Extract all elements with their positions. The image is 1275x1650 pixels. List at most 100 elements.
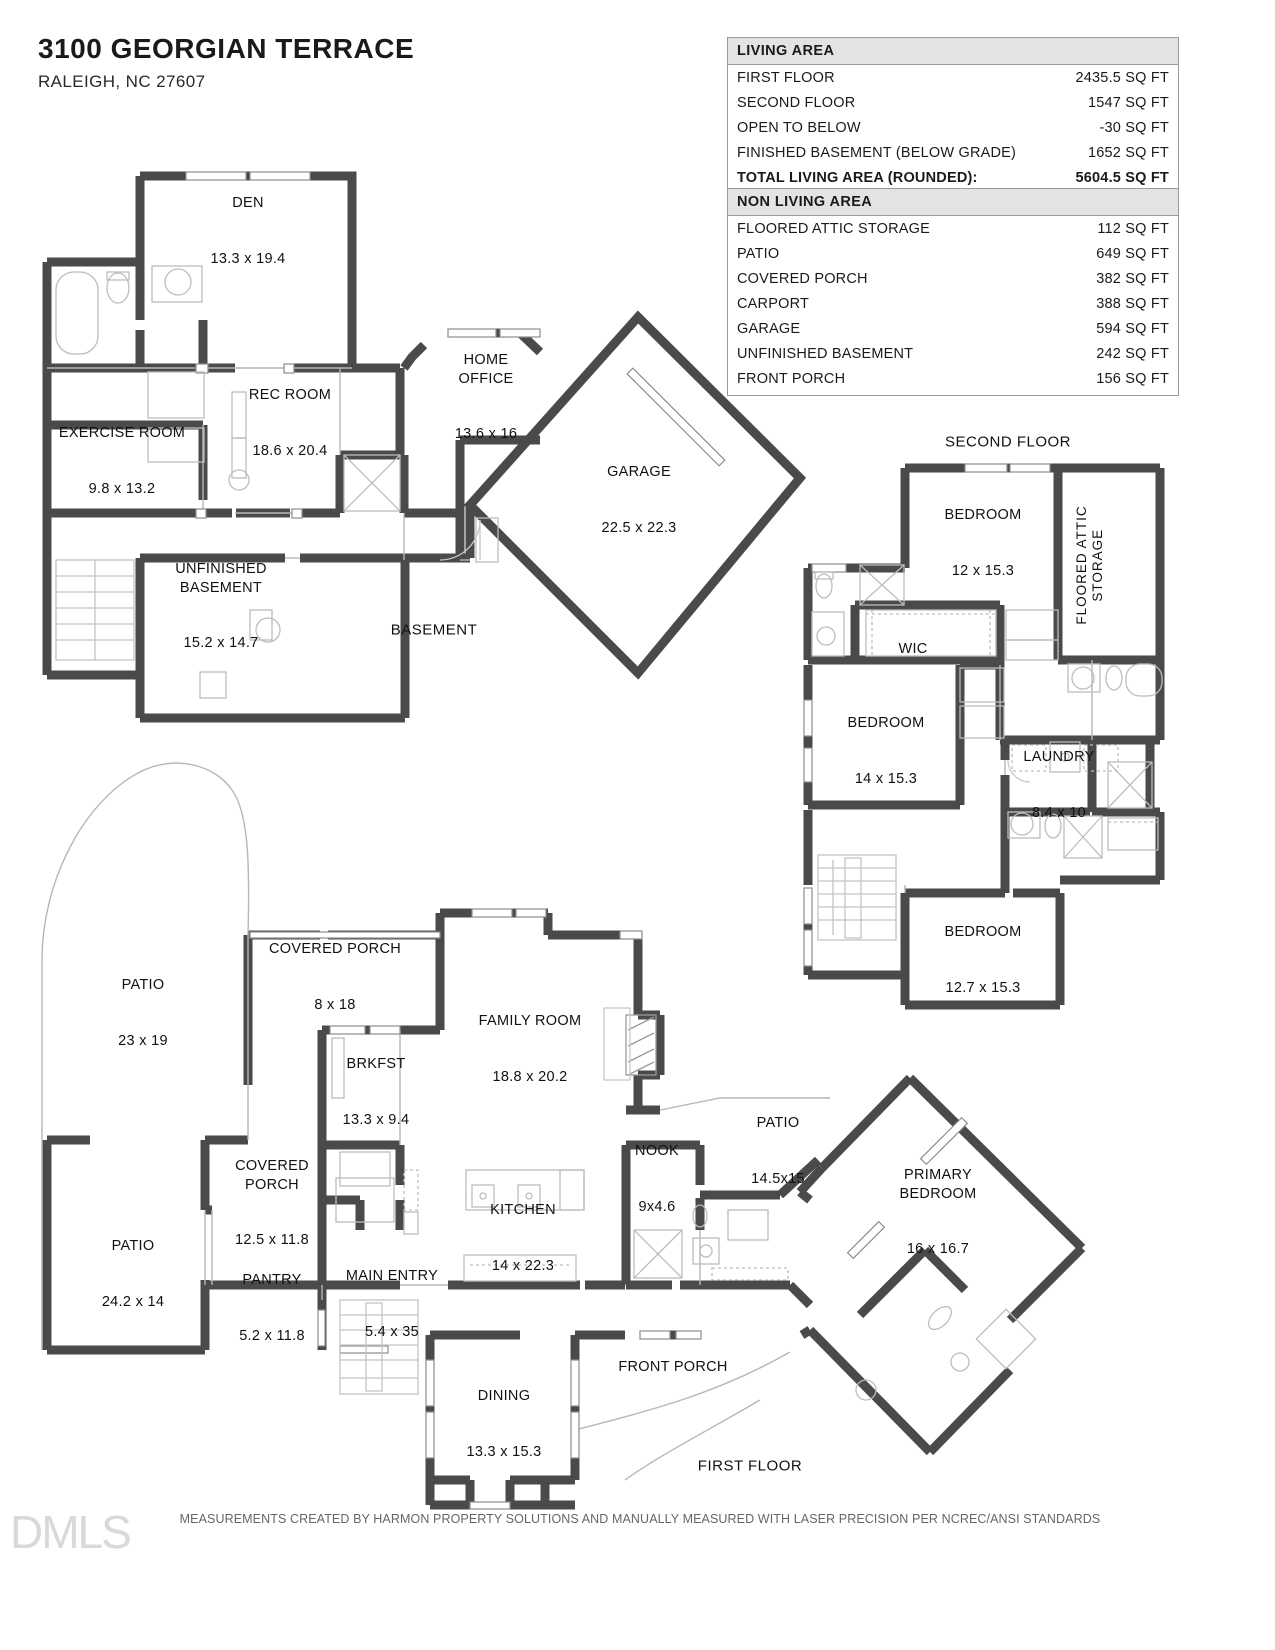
row-value: -30 SQ FT: [1099, 120, 1169, 137]
room-dimension: 14 x 22.3: [491, 1257, 555, 1274]
room-label-wic: WIC: [898, 603, 927, 677]
table-row: PATIO 649 SQ FT: [728, 242, 1178, 267]
room-name: REC ROOM: [248, 387, 332, 404]
room-label-patio-2: PATIO 24.2 x 14: [102, 1200, 164, 1330]
row-value: 649 SQ FT: [1096, 246, 1169, 263]
row-label: COVERED PORCH: [737, 271, 868, 288]
row-value: 5604.5 SQ FT: [1075, 170, 1169, 187]
row-label: GARAGE: [737, 321, 801, 338]
room-label-floored-attic-storage: FLOORED ATTIC STORAGE: [1073, 505, 1105, 625]
room-name: WIC: [898, 641, 928, 657]
room-label-bedroom-1: BEDROOM 12 x 15.3: [944, 469, 1021, 599]
table-row: FIRST FLOOR 2435.5 SQ FT: [728, 66, 1178, 91]
room-label-unfinished-basement: UNFINISHED BASEMENT 15.2 x 14.7: [175, 523, 267, 671]
non-living-area-table: NON LIVING AREA FLOORED ATTIC STORAGE 11…: [727, 188, 1179, 397]
room-name: EXERCISE ROOM: [58, 425, 186, 442]
room-name: PRIMARY BEDROOM: [899, 1166, 977, 1202]
room-name: UNFINISHED BASEMENT: [175, 560, 267, 596]
room-name: MAIN ENTRY: [345, 1268, 439, 1285]
table-row: FLOORED ATTIC STORAGE 112 SQ FT: [728, 217, 1178, 242]
row-value: 1652 SQ FT: [1088, 145, 1169, 162]
room-label-bedroom-2: BEDROOM 14 x 15.3: [847, 677, 924, 807]
non-living-area-rows: FLOORED ATTIC STORAGE 112 SQ FT PATIO 64…: [728, 216, 1178, 395]
row-value: 112 SQ FT: [1097, 221, 1169, 237]
room-dimension: 18.8 x 20.2: [492, 1068, 568, 1085]
row-value: 156 SQ FT: [1096, 371, 1169, 388]
room-dimension: 13.6 x 16: [454, 426, 518, 443]
row-label: PATIO: [737, 246, 780, 263]
living-area-heading: LIVING AREA: [728, 38, 1178, 65]
room-dimension: 12 x 15.3: [951, 562, 1015, 579]
room-dimension: 12.5 x 11.8: [235, 1232, 309, 1249]
room-dimension: 8 x 18: [314, 996, 356, 1013]
room-name: FAMILY ROOM: [478, 1013, 582, 1030]
table-row: GARAGE 594 SQ FT: [728, 317, 1178, 342]
room-name: NOOK: [635, 1143, 679, 1160]
room-dimension: 9x4.6: [638, 1198, 676, 1215]
table-row: FINISHED BASEMENT (BELOW GRADE) 1652 SQ …: [728, 141, 1178, 166]
room-dimension: 14 x 15.3: [854, 770, 918, 787]
room-dimension: 13.3 x 9.4: [342, 1111, 410, 1128]
room-label-dining: DINING 13.3 x 15.3: [466, 1350, 541, 1480]
table-row-total: TOTAL LIVING AREA (ROUNDED): 5604.5 SQ F…: [728, 166, 1178, 191]
room-label-covered-porch-2: COVERED PORCH 12.5 x 11.8: [235, 1120, 309, 1268]
room-label-family-room: FAMILY ROOM 18.8 x 20.2: [479, 975, 582, 1105]
room-label-pantry: PANTRY 5.2 x 11.8: [239, 1234, 305, 1364]
room-label-den: DEN 13.3 x 19.4: [210, 157, 285, 287]
table-row: COVERED PORCH 382 SQ FT: [728, 267, 1178, 292]
table-row: OPEN TO BELOW -30 SQ FT: [728, 116, 1178, 141]
room-dimension: 13.3 x 15.3: [466, 1443, 542, 1460]
table-row: UNFINISHED BASEMENT 242 SQ FT: [728, 342, 1178, 367]
room-dimension: 5.4 x 35: [364, 1323, 419, 1340]
room-name: COVERED PORCH: [269, 941, 401, 958]
room-name: PATIO: [121, 977, 165, 994]
room-name: BEDROOM: [944, 507, 1022, 524]
room-name: KITCHEN: [490, 1202, 556, 1219]
room-dimension: 23 x 19: [118, 1032, 168, 1049]
title-block: 3100 GEORGIAN TERRACE RALEIGH, NC 27607: [38, 33, 414, 92]
room-label-main-entry: MAIN ENTRY 5.4 x 35: [346, 1230, 438, 1360]
row-label: OPEN TO BELOW: [737, 120, 861, 137]
room-label-laundry: LAUNDRY 8.4 x 10: [1023, 711, 1094, 841]
room-label-bedroom-3: BEDROOM 12.7 x 15.3: [944, 886, 1021, 1016]
room-label-front-porch: FRONT PORCH: [618, 1321, 727, 1395]
row-label: FLOORED ATTIC STORAGE: [737, 221, 930, 237]
room-name: PANTRY: [242, 1272, 302, 1289]
room-label-covered-porch-1: COVERED PORCH 8 x 18: [269, 903, 401, 1033]
room-dimension: 13.3 x 19.4: [210, 250, 286, 267]
room-name: DINING: [477, 1388, 531, 1405]
room-label-rec-room: REC ROOM 18.6 x 20.4: [249, 349, 331, 479]
room-name: BEDROOM: [847, 715, 925, 732]
row-label: FIRST FLOOR: [737, 70, 835, 86]
room-label-home-office: HOME OFFICE 13.6 x 16: [455, 314, 517, 462]
room-label-primary-bedroom: PRIMARY BEDROOM 16 x 16.7: [899, 1129, 976, 1277]
row-label: FINISHED BASEMENT (BELOW GRADE): [737, 145, 1017, 162]
room-name: BEDROOM: [944, 924, 1022, 941]
dmls-watermark: DMLS: [10, 1506, 132, 1558]
room-label-kitchen: KITCHEN 14 x 22.3: [490, 1164, 556, 1294]
floor-title-second-floor: SECOND FLOOR: [944, 433, 1072, 451]
room-dimension: 18.6 x 20.4: [252, 442, 328, 459]
row-label: CARPORT: [737, 296, 810, 313]
living-area-rows: FIRST FLOOR 2435.5 SQ FT SECOND FLOOR 15…: [728, 65, 1178, 194]
room-label-garage: GARAGE 22.5 x 22.3: [601, 426, 676, 556]
room-name: HOME OFFICE: [458, 351, 514, 387]
row-value: 2435.5 SQ FT: [1075, 70, 1169, 86]
row-value: 594 SQ FT: [1096, 321, 1169, 338]
room-label-nook: NOOK 9x4.6: [635, 1105, 679, 1235]
room-name: DEN: [232, 195, 264, 212]
room-dimension: 16 x 16.7: [906, 1241, 970, 1258]
row-value: 382 SQ FT: [1096, 271, 1169, 288]
footer-note: MEASUREMENTS CREATED BY HARMON PROPERTY …: [179, 1512, 1101, 1526]
row-label: UNFINISHED BASEMENT: [737, 346, 914, 363]
row-label: FRONT PORCH: [737, 371, 846, 388]
room-label-patio-3: PATIO 14.5x15: [751, 1077, 805, 1207]
room-name: COVERED PORCH: [235, 1157, 309, 1193]
room-name: GARAGE: [607, 464, 671, 481]
row-value: 388 SQ FT: [1096, 296, 1169, 313]
page-subtitle: RALEIGH, NC 27607: [38, 71, 206, 91]
room-dimension: 5.2 x 11.8: [239, 1327, 305, 1344]
room-dimension: 8.4 x 10: [1031, 804, 1086, 821]
room-name: BRKFST: [346, 1056, 406, 1073]
